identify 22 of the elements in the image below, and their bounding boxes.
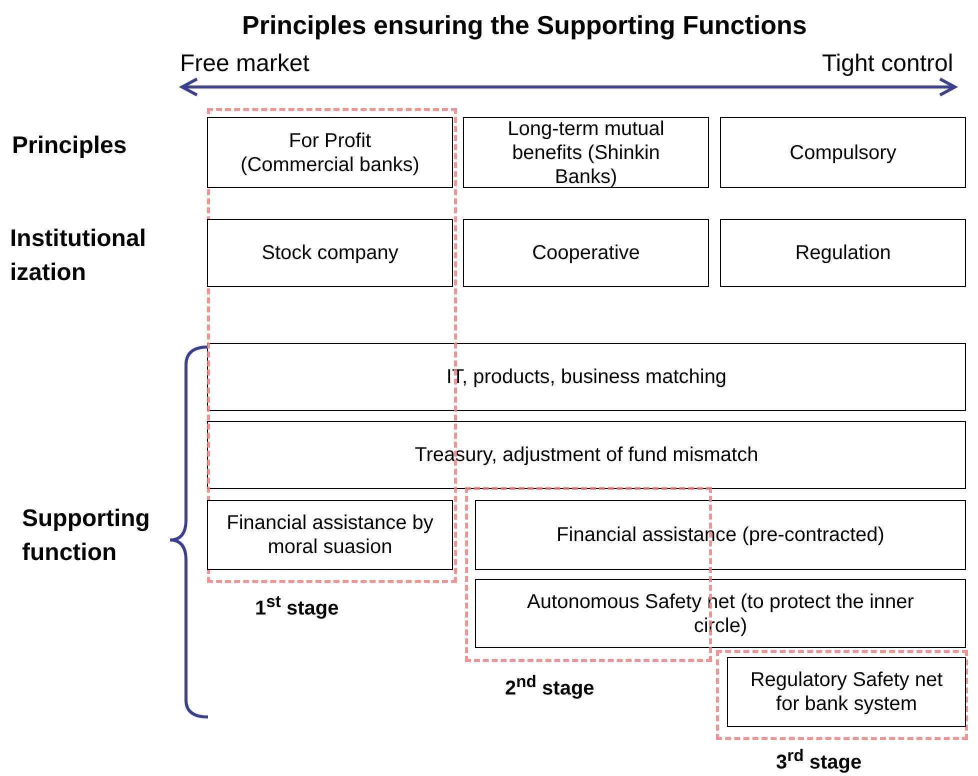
dashed-stage-outline bbox=[716, 650, 968, 740]
text-box: Stock company bbox=[207, 219, 453, 287]
text-box: Long-term mutual benefits (Shinkin Banks) bbox=[463, 117, 709, 188]
axis-end-label: Tight control bbox=[822, 50, 954, 78]
axis-end-label: Free market bbox=[180, 50, 310, 78]
stage-label: 3$^{rd}$ stage bbox=[776, 746, 862, 775]
text-box: Autonomous Safety net (to protect the inner circle) bbox=[475, 579, 966, 648]
text-box: Regulatory Safety net for bank system bbox=[727, 657, 966, 727]
text-box: Compulsory bbox=[720, 117, 966, 188]
stage-label: 2$^{nd}$ stage bbox=[505, 672, 594, 701]
row-heading: Institutional ization bbox=[10, 224, 147, 288]
text-box: Treasury, adjustment of fund mismatch bbox=[207, 421, 966, 489]
text-box: Regulation bbox=[720, 219, 966, 287]
diagram-title: Principles ensuring the Supporting Functions bbox=[242, 10, 807, 41]
text-box: Cooperative bbox=[463, 219, 709, 287]
text-box: IT, products, business matching bbox=[207, 343, 966, 411]
text-box: For Profit (Commercial banks) bbox=[207, 117, 453, 188]
stage-label: 1$^{st}$ stage bbox=[255, 592, 339, 621]
text-box: Financial assistance by moral suasion bbox=[207, 500, 453, 570]
row-heading: Supporting function bbox=[22, 504, 151, 568]
row-heading: Principles bbox=[12, 132, 127, 160]
text-box: Financial assistance (pre-contracted) bbox=[475, 500, 966, 570]
